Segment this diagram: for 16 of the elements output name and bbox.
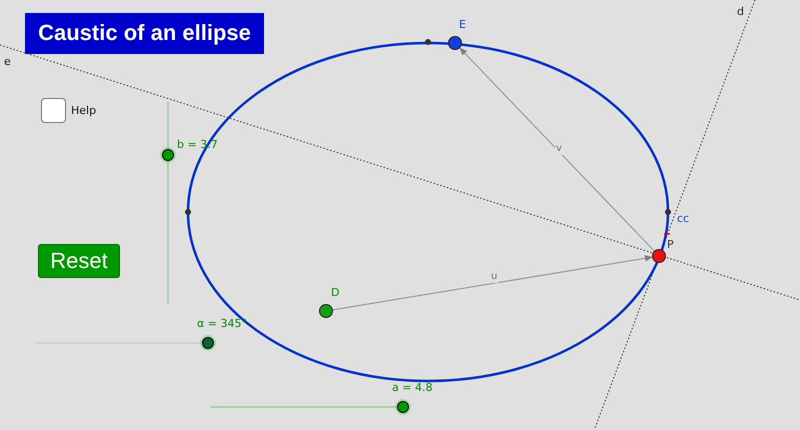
vector-arrow [459, 47, 655, 252]
point-marker [448, 36, 462, 50]
point-label: E [459, 18, 466, 31]
slider-label: α = 345° [197, 317, 247, 330]
point-label: cc [677, 212, 690, 225]
point-marker [319, 304, 333, 318]
title: Caustic of an ellipse [25, 13, 264, 54]
point-label: P [667, 238, 674, 251]
reset-button: Reset [38, 244, 120, 278]
checkbox-label: Help [71, 104, 96, 117]
line-label: e [4, 55, 11, 68]
vector-arrow [332, 255, 653, 310]
point-label: D [331, 286, 340, 299]
line-label: d [737, 5, 744, 18]
point-marker [652, 249, 666, 263]
slider-label: a = 4.8 [392, 381, 432, 394]
